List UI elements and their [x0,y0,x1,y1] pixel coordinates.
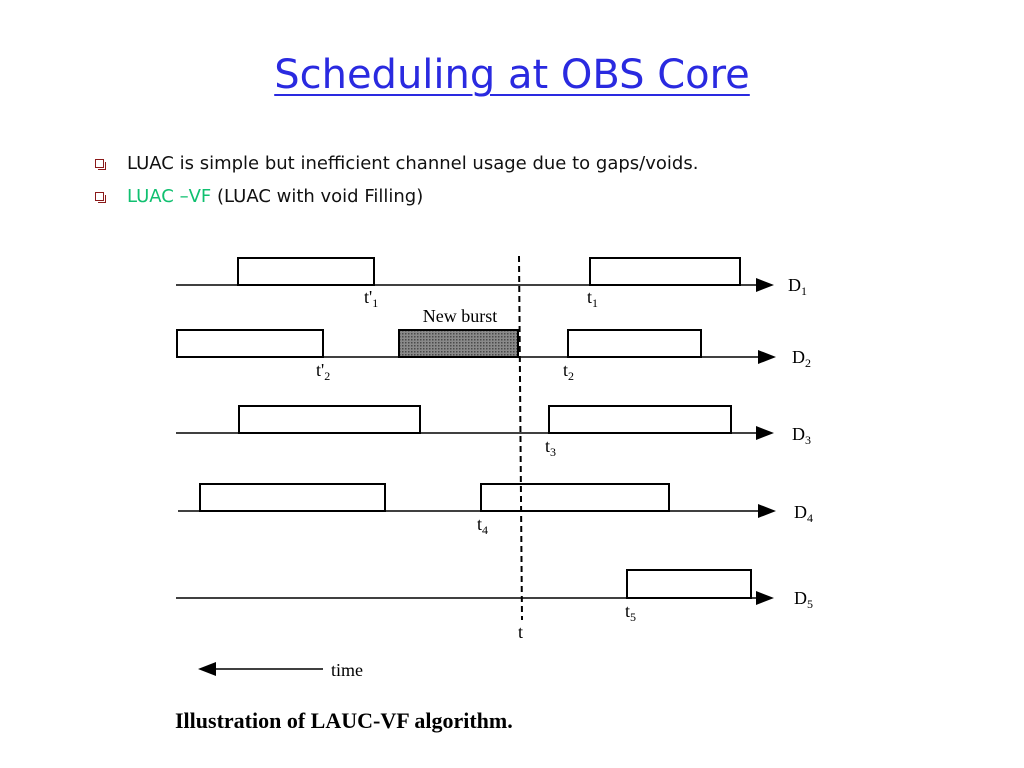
arrowhead-icon [758,350,776,364]
burst-block [589,257,741,286]
burst-block [199,483,386,512]
checkbox-bullet-icon [95,159,106,170]
time-label-t5: t5 [625,601,636,624]
channel-label-d1: D1 [788,275,807,298]
burst-block [176,329,324,358]
time-label-t2: t2 [563,360,574,383]
arrowhead-icon [756,278,774,292]
time-axis-label: time [331,660,363,680]
burst-blocks [176,257,752,599]
new-burst-label: New burst [423,306,498,326]
new-burst-block [398,329,519,358]
channel-label-d5: D5 [794,588,813,611]
arrowhead-icon [756,426,774,440]
current-time-label: t [518,622,523,642]
time-label-t2-prime: t'2 [316,360,330,383]
channel-arrowheads [756,278,776,605]
left-arrow-icon [198,662,216,676]
checkbox-bullet-icon [95,192,106,203]
time-label-t1: t1 [587,287,598,310]
channel-label-d4: D4 [794,502,813,525]
time-label-t4: t4 [477,514,488,537]
burst-block [626,569,752,599]
bullet-item: LUAC –VF (LUAC with void Filling) [95,183,698,216]
current-time-line [518,255,523,621]
bullet-highlight-text: LUAC –VF [127,186,212,207]
slide-title: Scheduling at OBS Core [274,52,750,98]
figure-caption: Illustration of LAUC-VF algorithm. [175,708,513,733]
channel-label-d3: D3 [792,424,811,447]
bullet-text: (LUAC with void Filling) [211,186,424,207]
burst-block [480,483,670,512]
bullet-item: LUAC is simple but inefficient channel u… [95,150,698,183]
arrowhead-icon [756,591,774,605]
burst-block [567,329,702,358]
bullet-list: LUAC is simple but inefficient channel u… [95,150,698,216]
burst-block [238,405,421,434]
time-label-t3: t3 [545,436,556,459]
time-label-t1-prime: t'1 [364,287,378,310]
arrowhead-icon [758,504,776,518]
bullet-text: LUAC is simple but inefficient channel u… [127,153,699,174]
channel-label-d2: D2 [792,347,811,370]
burst-block [548,405,732,434]
burst-block [237,257,375,286]
